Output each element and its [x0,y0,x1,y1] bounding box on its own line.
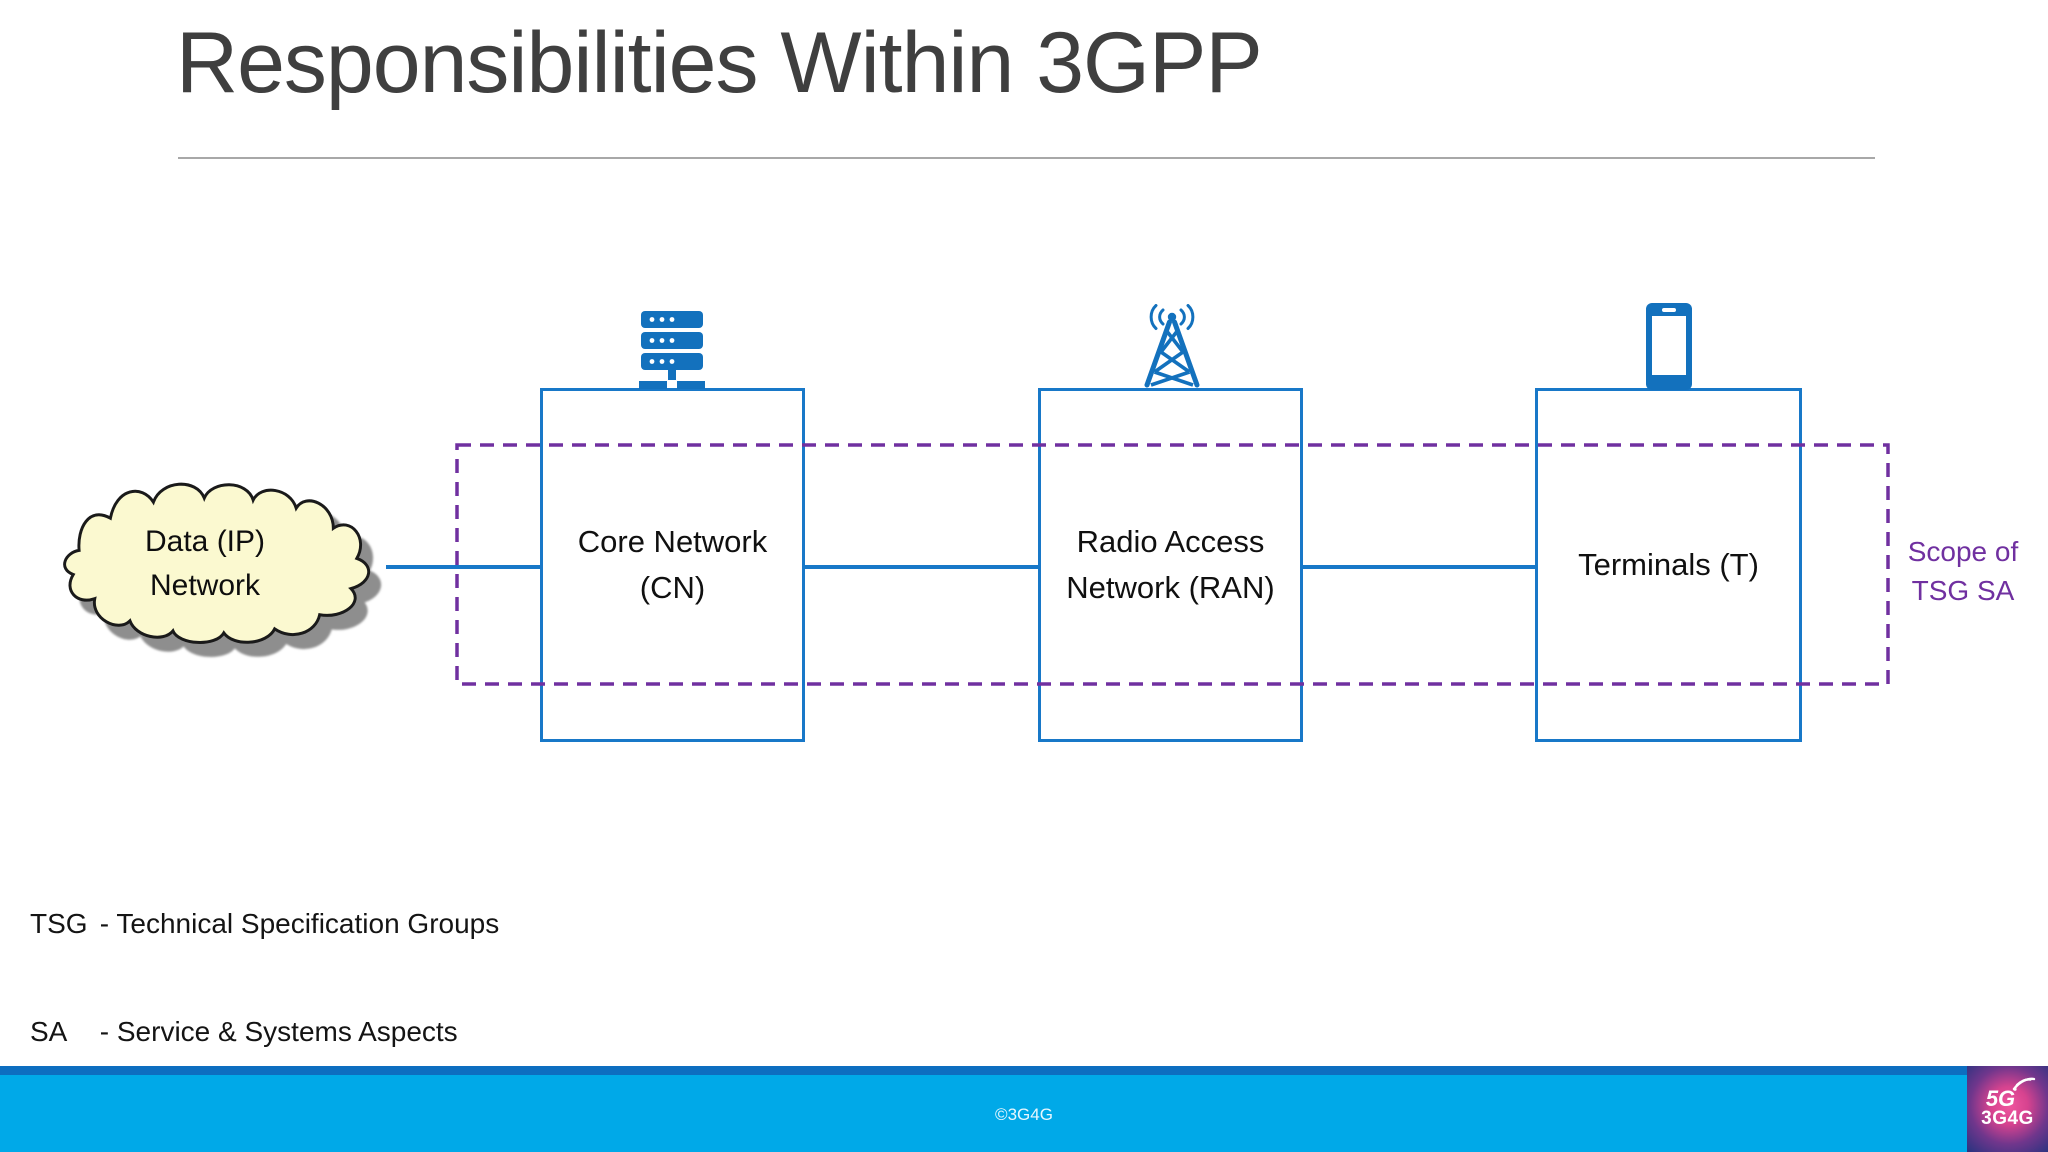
cloud-label: Data (IP) Network [144,525,266,602]
radio-tower-icon [1144,304,1200,388]
core-network-box: Core Network (CN) [540,388,805,742]
logo-3g4g-text: 3G4G [1981,1108,2034,1129]
connector-line-ran-terminals [1303,565,1535,569]
scope-label: Scope of TSG SA [1907,536,2019,607]
mobile-phone-icon [1646,303,1692,390]
legend-term: TSG [30,908,88,939]
cloud-shape [63,482,370,644]
core-network-label: Core Network (CN) [577,523,768,606]
page-title: Responsibilities Within 3GPP [176,15,1263,111]
connector-line-cn-ran [805,565,1038,569]
legend-term: SA [30,1016,68,1047]
terminals-label: Terminals (T) [1578,546,1759,582]
footer-bar: ©3G4G [0,1075,2048,1152]
legend-definition: - Technical Specification Groups [99,908,500,939]
footer-accent-strip [0,1066,2048,1075]
radio-access-network-label: Radio Access Network (RAN) [1066,523,1275,606]
logo-signal-icon [2012,1077,2036,1091]
logo-3g4g: 5G 3G4G [1967,1066,2048,1152]
tsg-sa-scope-outline [455,443,1890,686]
legend-row-sa: SA - Service & Systems Aspects [30,1016,458,1048]
legend-row-tsg: TSG - Technical Specification Groups [30,908,499,940]
title-underline [178,157,1875,159]
connector-line-cloud-cn [386,565,540,569]
copyright-text: ©3G4G [995,1105,1053,1124]
server-icon [639,311,705,389]
terminals-box: Terminals (T) [1535,388,1802,742]
radio-access-network-box: Radio Access Network (RAN) [1038,388,1303,742]
data-ip-cloud: Data (IP) Network [40,480,392,656]
logo-5g-text: 5G [1985,1086,2016,1111]
legend-definition: - Service & Systems Aspects [99,1016,458,1047]
